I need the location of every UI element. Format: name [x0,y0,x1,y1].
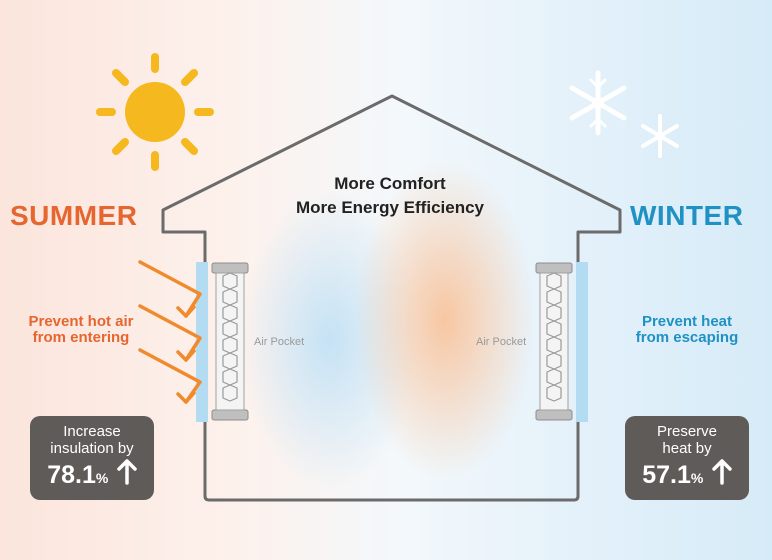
summer-stat-value: 78.1 [47,461,96,489]
winter-note: Prevent heat from escaping [612,314,762,346]
heat-arrow-icon [138,260,202,404]
winter-stat-unit: % [690,470,704,486]
summer-note-line1: Prevent hot air [28,313,134,330]
winter-stat-line1: Preserve [656,423,718,440]
air-pocket-label-left: Air Pocket [254,336,305,348]
sun-icon [96,53,214,171]
summer-stat-line1: Increase [63,423,121,440]
summer-label: SUMMER [10,200,138,231]
headline-line2: More Energy Efficiency [295,198,484,217]
summer-note-line2: from entering [32,329,130,346]
snowflake-icon [641,114,679,158]
warm-air-glow [355,160,535,480]
arrow-up-icon [712,459,732,485]
house-outline [161,94,622,502]
winter-label: WINTER [630,200,744,231]
winter-stat-value: 57.1 [642,461,691,489]
summer-stat-card: Increase insulation by 78.1% [30,416,154,500]
headline-line1: More Comfort [334,174,446,193]
winter-stat-line2: heat by [662,440,712,457]
air-pocket-label-right: Air Pocket [476,336,527,348]
insulation-panel-right [535,262,588,422]
summer-stat-line2: insulation by [50,440,134,457]
summer-stat-unit: % [95,470,109,486]
winter-note-line2: from escaping [635,329,739,346]
winter-stat-card: Preserve heat by 57.1% [625,416,749,500]
insulation-panel-left [196,262,249,422]
winter-stat-label: Preserve heat by [625,423,749,457]
winter-note-line1: Prevent heat [641,313,733,330]
headline: More Comfort More Energy Efficiency [250,172,530,220]
summer-stat-label: Increase insulation by [30,423,154,457]
snowflake-icon [569,70,627,136]
summer-note: Prevent hot air from entering [6,314,156,346]
arrow-up-icon [117,459,137,485]
